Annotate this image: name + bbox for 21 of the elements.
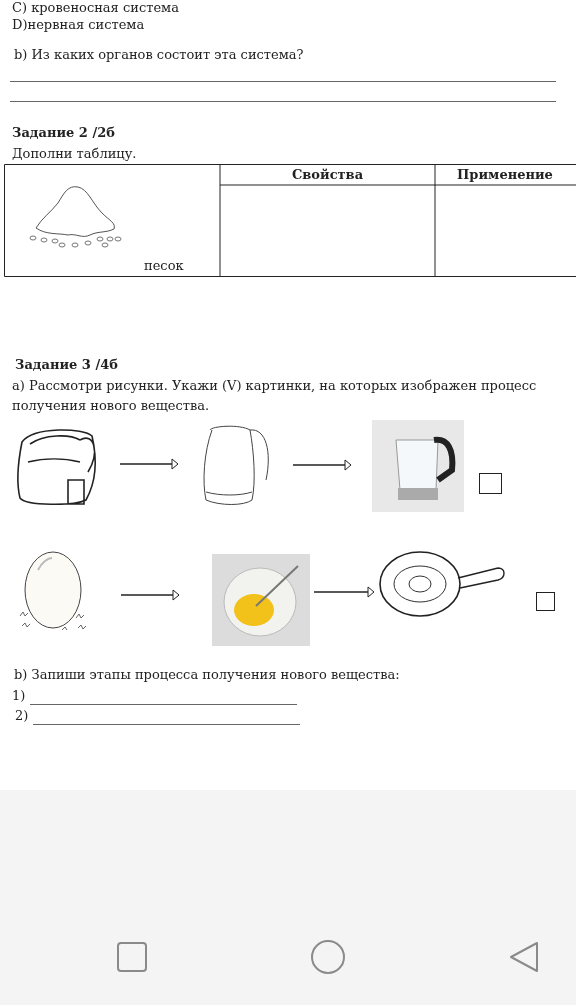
task-heading: Задание 3 /4б	[15, 357, 118, 372]
list-number: 1)	[12, 688, 26, 703]
arrow	[119, 458, 179, 470]
question-text: b) Запиши этапы процесса получения нового вещества:	[14, 667, 400, 682]
arrow	[313, 586, 375, 598]
answer-option: D)нервная система	[12, 17, 145, 32]
kettle-photo	[372, 420, 464, 512]
instruction-text: Дополни таблицу.	[12, 146, 137, 161]
arrow	[292, 459, 352, 471]
bowl-photo	[212, 554, 310, 646]
answer-option: C) кровеносная система	[12, 0, 179, 15]
egg-drawing	[18, 548, 88, 632]
question-text: b) Из каких органов состоит эта система?	[14, 47, 304, 62]
column-header: Свойства	[290, 167, 365, 182]
picture-caption: песок	[144, 258, 184, 273]
frying-pan-drawing	[378, 548, 505, 620]
arrow	[120, 589, 180, 601]
list-number: 2)	[15, 708, 29, 723]
column-header: Применение	[456, 167, 554, 182]
task-heading: Задание 2 /2б	[12, 125, 115, 140]
question-text: а) Рассмотри рисунки. Укажи (V) картинки, на которых изображен процесс получения нового вещества.	[12, 377, 538, 415]
